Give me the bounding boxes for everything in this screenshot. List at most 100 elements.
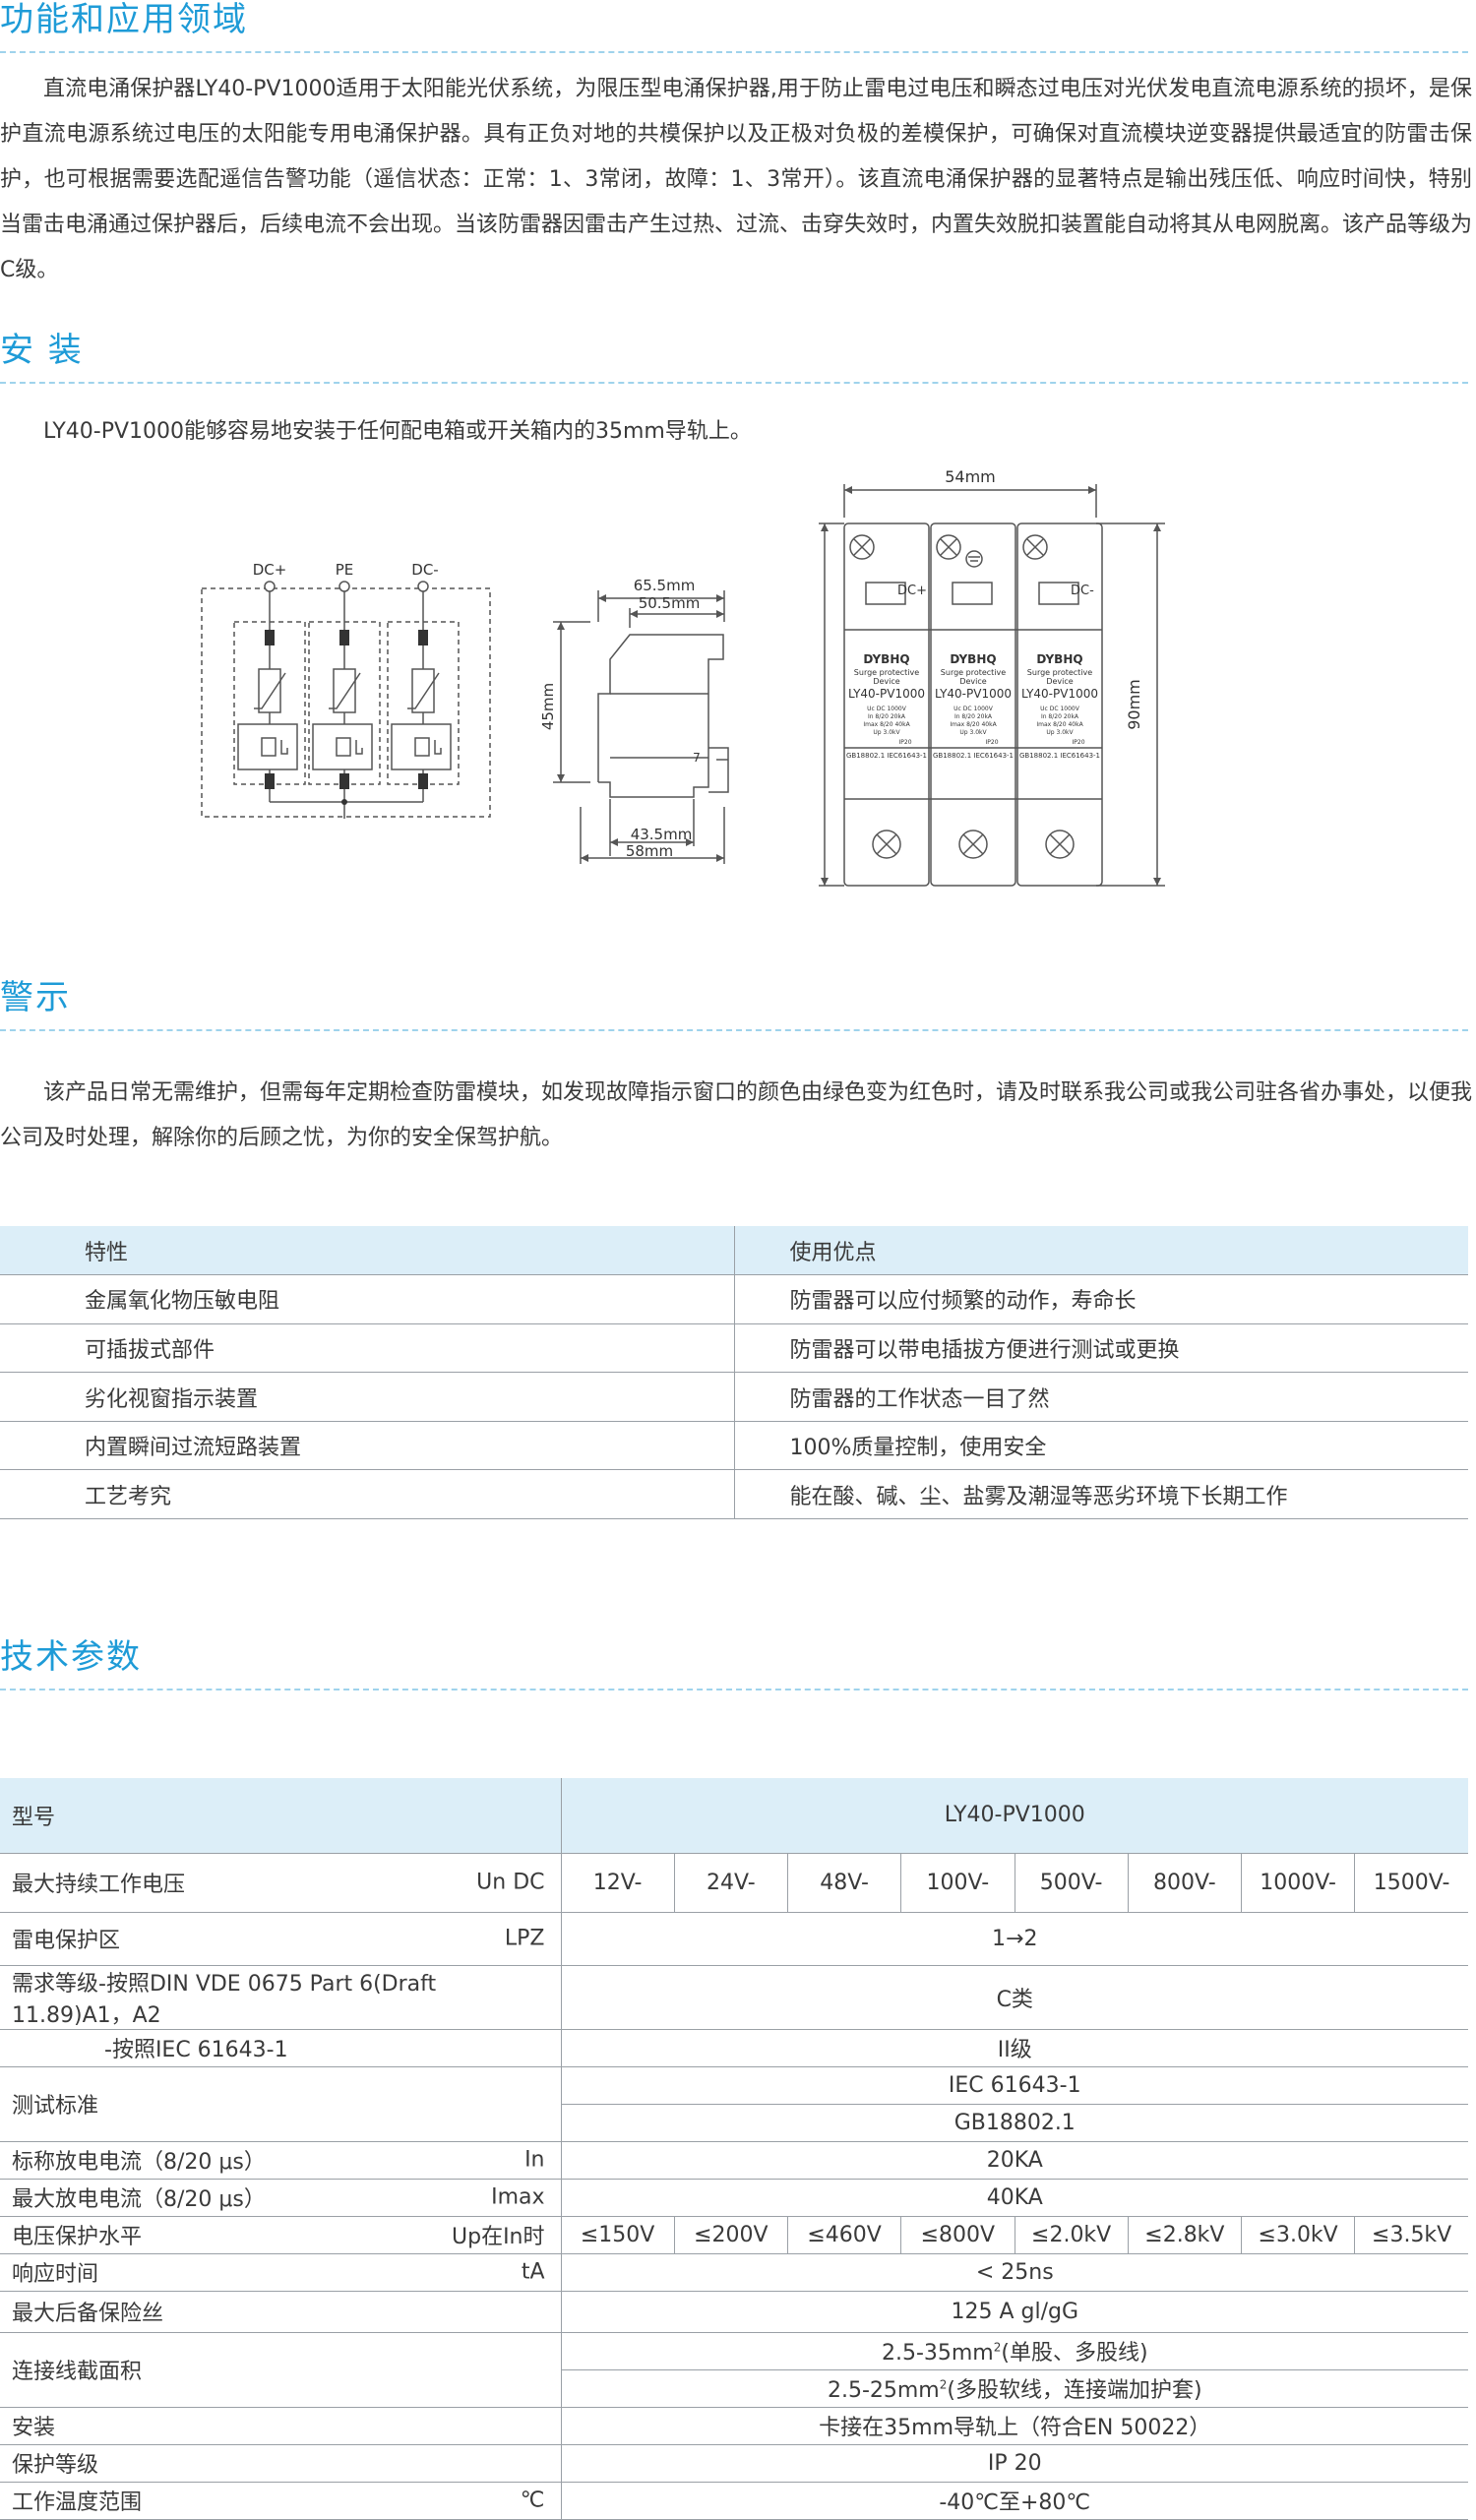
spec-value: 500V- — [1014, 1853, 1129, 1913]
module-spec-line: Uc DC 1000V — [1040, 706, 1080, 712]
spec-symbol: Un DC — [476, 1870, 545, 1895]
front-pole-label-dcminus: DC- — [1071, 584, 1094, 598]
spec-value: 20KA — [560, 2141, 1468, 2180]
module-ip: IP20 — [898, 739, 911, 746]
table-row: 需求等级-按照DIN VDE 0675 Part 6(Draft 11.89)A… — [0, 1965, 1468, 2030]
spec-row-up: 电压保护水平 Up在In时 — [0, 2216, 561, 2254]
spec-row-temp: 工作温度范围 ℃ — [0, 2482, 561, 2520]
module-spec-line: Uc DC 1000V — [867, 706, 907, 712]
module-sub: Surge protective — [1027, 668, 1092, 677]
spec-value: 48V- — [786, 1853, 901, 1913]
spec-value: ≤460V — [786, 2216, 901, 2254]
advantage-cell: 防雷器可以应付频繁的动作，寿命长 — [733, 1274, 1468, 1324]
front-view-diagram — [819, 484, 1165, 887]
module-sub: Device — [873, 677, 899, 686]
superscript: 2 — [993, 2340, 1002, 2355]
spec-label: 电压保护水平 — [12, 2225, 143, 2249]
table-row: 特性 使用优点 — [0, 1226, 1468, 1276]
install-text: LY40-PV1000能够容易地安装于任何配电箱或开关箱内的35mm导轨上。 — [43, 419, 752, 444]
module-ip: IP20 — [1072, 739, 1084, 746]
front-pole-label-dcplus: DC+ — [897, 584, 927, 598]
table-row: 劣化视窗指示装置 防雷器的工作状态一目了然 — [0, 1372, 1468, 1422]
table-row: 金属氧化物压敏电阻 防雷器可以应付频繁的动作，寿命长 — [0, 1274, 1468, 1324]
features-table: 特性 使用优点 金属氧化物压敏电阻 防雷器可以应付频繁的动作，寿命长 可插拔式部… — [0, 1226, 1468, 1520]
advantage-cell: 防雷器可以带电插拔方便进行测试或更换 — [733, 1323, 1468, 1374]
spec-value: ≤3.0kV — [1240, 2216, 1355, 2254]
section-title-warning: 警示 — [0, 978, 71, 1017]
spec-wire-value-1: 2.5-35mm2(单股、多股线) — [560, 2332, 1468, 2370]
spec-row-ta: 响应时间 tA — [0, 2253, 561, 2292]
section-divider — [0, 51, 1468, 53]
warning-paragraph: 该产品日常无需维护，但需每年定期检查防雷模块，如发现故障指示窗口的颜色由绿色变为… — [0, 1080, 1473, 1150]
feature-cell: 内置瞬间过流短路装置 — [0, 1421, 734, 1471]
side-dim-58: 58mm — [626, 842, 673, 860]
spec-model-value: LY40-PV1000 — [560, 1778, 1468, 1854]
spec-value: 800V- — [1127, 1853, 1242, 1913]
spec-value: ≤200V — [673, 2216, 788, 2254]
module-brand: DYBHQ — [863, 652, 909, 666]
table-row: 型号 LY40-PV1000 — [0, 1778, 1468, 1854]
front-dim-width: 54mm — [945, 467, 996, 486]
module-std: GB18802.1 IEC61643-1 — [846, 752, 927, 760]
spec-value: II级 — [560, 2029, 1468, 2067]
superscript: 2 — [939, 2377, 948, 2392]
spec-value: 1→2 — [560, 1912, 1468, 1966]
spec-value: 40KA — [560, 2179, 1468, 2217]
spec-value: ≤3.5kV — [1354, 2216, 1468, 2254]
spec-label: 最大后备保险丝 — [0, 2291, 561, 2333]
spec-label: 雷电保护区 — [12, 1929, 121, 1953]
advantage-cell: 100%质量控制，使用安全 — [733, 1421, 1468, 1471]
section-title-function: 功能和应用领域 — [0, 0, 248, 39]
spec-label: 保护等级 — [0, 2444, 561, 2483]
spec-label: 响应时间 — [12, 2262, 99, 2287]
section-title-tech: 技术参数 — [0, 1637, 142, 1677]
features-header-advantage: 使用优点 — [733, 1226, 1468, 1276]
spec-symbol: Up在In时 — [452, 2225, 545, 2249]
circuit-fuses — [265, 630, 428, 805]
module-spec-line: In 8/20 20kA — [868, 713, 906, 720]
module-model: LY40-PV1000 — [935, 687, 1012, 701]
spec-label: 测试标准 — [0, 2066, 561, 2142]
spec-value: 2.5-25mm — [827, 2378, 940, 2403]
side-dim-65: 65.5mm — [634, 577, 696, 594]
spec-value: 100V- — [900, 1853, 1015, 1913]
front-dim-height: 90mm — [1125, 679, 1143, 730]
spec-label: 工作温度范围 — [12, 2490, 143, 2515]
spec-symbol: ℃ — [520, 2488, 545, 2513]
table-row: 连接线截面积 2.5-35mm2(单股、多股线) — [0, 2332, 1468, 2408]
spec-label: 型号 — [0, 1778, 561, 1854]
spec-value: IP 20 — [560, 2444, 1468, 2483]
table-row: -按照IEC 61643-1 II级 — [0, 2029, 1468, 2067]
section-divider — [0, 1689, 1468, 1690]
spec-label: 标称放电电流（8/20 μs） — [12, 2150, 266, 2175]
side-dim-43: 43.5mm — [631, 826, 693, 843]
table-row: GB18802.1 — [0, 2104, 1468, 2142]
module-model: LY40-PV1000 — [1021, 687, 1098, 701]
module-brand: DYBHQ — [1036, 652, 1082, 666]
table-row: 安装 卡接在35mm导轨上（符合EN 50022） — [0, 2407, 1468, 2445]
side-view-diagram — [553, 590, 729, 864]
module-spec-line: Uc DC 1000V — [953, 706, 994, 712]
side-dim-50: 50.5mm — [639, 594, 701, 612]
module-sub: Surge protective — [854, 668, 919, 677]
module-sub: Surge protective — [941, 668, 1006, 677]
spec-symbol: tA — [521, 2259, 545, 2285]
function-paragraph: 直流电涌保护器LY40-PV1000适用于太阳能光伏系统，为限压型电涌保护器,用… — [0, 77, 1473, 282]
spec-value: 1000V- — [1240, 1853, 1355, 1913]
spec-value: GB18802.1 — [560, 2104, 1468, 2142]
feature-cell: 可插拔式部件 — [0, 1323, 734, 1374]
spec-label: 需求等级-按照DIN VDE 0675 Part 6(Draft 11.89)A… — [0, 1965, 561, 2030]
module-std: GB18802.1 IEC61643-1 — [933, 752, 1014, 760]
module-spec-line: Up 3.0kV — [873, 729, 900, 736]
table-row: 保护等级 IP 20 — [0, 2444, 1468, 2483]
circuit-label-pe: PE — [336, 561, 354, 579]
module-model: LY40-PV1000 — [848, 687, 925, 701]
table-row: 最大后备保险丝 125 A gl/gG — [0, 2291, 1468, 2333]
